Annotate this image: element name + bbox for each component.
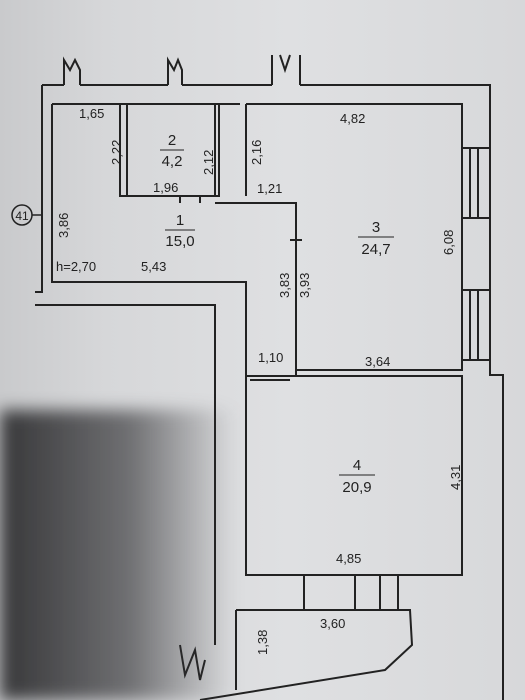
room4-outline bbox=[245, 375, 463, 576]
room4-number: 4 bbox=[353, 457, 361, 474]
door-marks bbox=[179, 196, 381, 610]
outer-wall bbox=[42, 84, 504, 700]
dim-3-86: 3,86 bbox=[56, 213, 71, 238]
dim-1-65: 1,65 bbox=[79, 106, 104, 121]
dim-4-82: 4,82 bbox=[340, 111, 365, 126]
dim-4-31: 4,31 bbox=[448, 465, 463, 490]
dim-1-96: 1,96 bbox=[153, 180, 178, 195]
axis-marker: 41 bbox=[11, 204, 42, 226]
top-vent-ticks bbox=[63, 54, 301, 85]
dim-3-93: 3,93 bbox=[297, 273, 312, 298]
room2-area: 4,2 bbox=[162, 153, 183, 170]
dim-3-60: 3,60 bbox=[320, 616, 345, 631]
dim-1-38: 1,38 bbox=[255, 630, 270, 655]
dim-4-85: 4,85 bbox=[336, 551, 361, 566]
ceiling-height: h=2,70 bbox=[56, 259, 96, 274]
dim-2-16: 2,16 bbox=[249, 140, 264, 165]
dim-1-21: 1,21 bbox=[257, 181, 282, 196]
room2-number: 2 bbox=[168, 132, 176, 149]
room1-area: 15,0 bbox=[165, 233, 194, 250]
room3-window bbox=[462, 147, 490, 361]
axis-marker-label: 41 bbox=[15, 209, 29, 223]
dim-2-12: 2,12 bbox=[201, 150, 216, 175]
room3-area: 24,7 bbox=[361, 241, 390, 258]
balcony-outline bbox=[199, 575, 414, 700]
dim-6-08: 6,08 bbox=[441, 230, 456, 255]
dim-1-10: 1,10 bbox=[258, 350, 283, 365]
room1-number: 1 bbox=[176, 212, 184, 229]
room2-outline bbox=[119, 103, 220, 197]
room1-wall bbox=[51, 104, 247, 376]
room3-outline bbox=[245, 103, 463, 371]
dim-2-22: 2,22 bbox=[109, 140, 124, 165]
bottom-ticks bbox=[179, 644, 206, 681]
room3-number: 3 bbox=[372, 219, 380, 236]
room4-area: 20,9 bbox=[342, 479, 371, 496]
dim-5-43: 5,43 bbox=[141, 259, 166, 274]
outer-wall-left bbox=[35, 85, 216, 645]
dim-3-64: 3,64 bbox=[365, 354, 390, 369]
room1-right bbox=[215, 202, 297, 376]
dim-3-83: 3,83 bbox=[277, 273, 292, 298]
